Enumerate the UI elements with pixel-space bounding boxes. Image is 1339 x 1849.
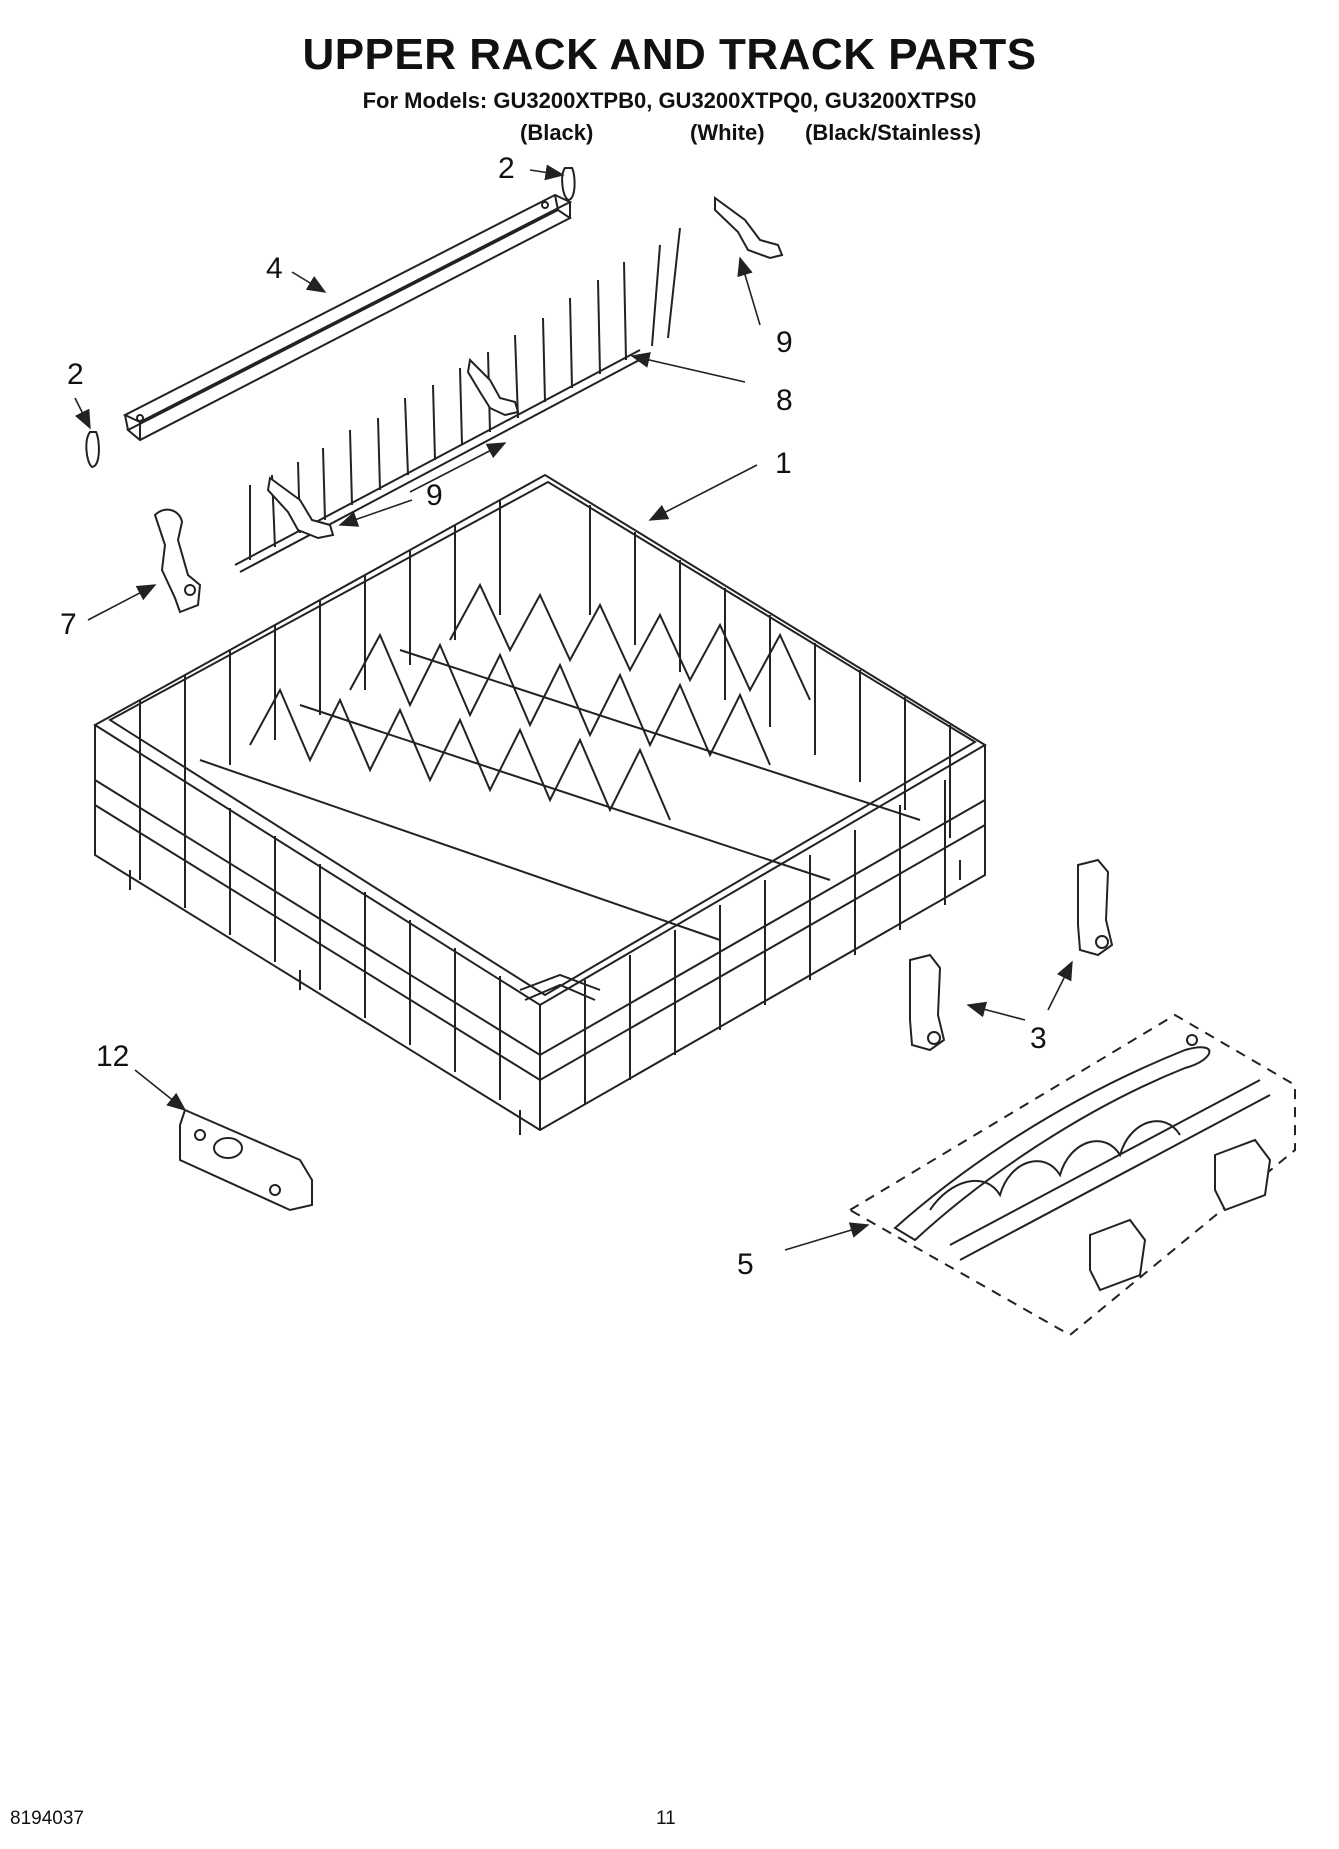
callout-4: 4 — [266, 252, 283, 285]
end-cap-left — [85, 431, 100, 469]
rack-adjuster — [179, 1108, 313, 1212]
end-cap-top — [561, 167, 576, 202]
variant-label-black: (Black) — [520, 120, 594, 145]
upper-rack-basket — [93, 473, 987, 1135]
callout-2-left: 2 — [67, 358, 84, 391]
tine-clip-top — [714, 196, 784, 260]
track-rail — [122, 193, 573, 442]
callout-9-right: 9 — [776, 326, 793, 359]
callout-7: 7 — [60, 608, 77, 641]
page-title: UPPER RACK AND TRACK PARTS — [302, 30, 1037, 79]
callout-3: 3 — [1030, 1022, 1047, 1055]
callout-8: 8 — [776, 384, 793, 417]
callout-5: 5 — [737, 1248, 754, 1281]
callout-9-center: 9 — [426, 479, 443, 512]
variant-label-white: (White) — [690, 120, 765, 145]
models-line: For Models: GU3200XTPB0, GU3200XTPQ0, GU… — [362, 88, 977, 113]
tine-clip-left — [266, 476, 335, 540]
callout-2-top: 2 — [498, 152, 515, 185]
variant-label-black-stainless: (Black/Stainless) — [805, 120, 982, 145]
leader-arrows — [74, 164, 1073, 1251]
rack-latch — [153, 508, 202, 614]
callout-12: 12 — [96, 1040, 129, 1073]
track-stop-upper — [1077, 858, 1114, 957]
document-number: 8194037 — [10, 1808, 84, 1829]
track-stop-lower — [909, 953, 946, 1052]
wheel-track-assembly — [849, 1013, 1296, 1337]
page-number: 11 — [656, 1808, 676, 1829]
tine-clip-middle — [466, 357, 520, 417]
callout-1: 1 — [775, 447, 792, 480]
